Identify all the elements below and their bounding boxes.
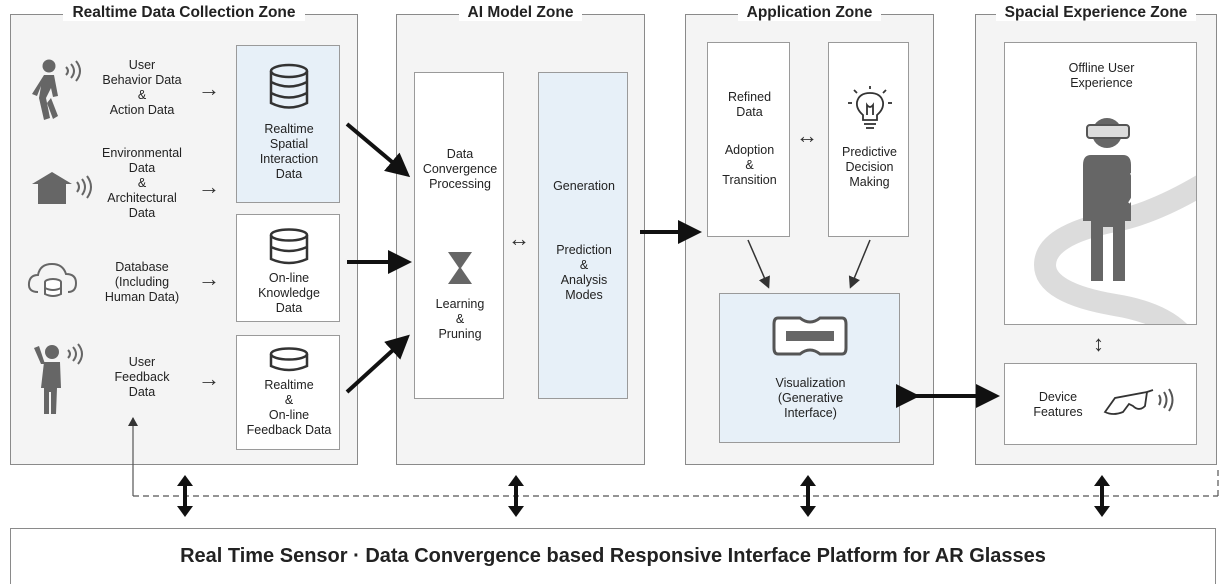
glasses-signal-icon (1103, 388, 1174, 415)
visualization-label: Visualization (Generative Interface) (775, 376, 846, 420)
house-icon (32, 172, 92, 204)
adoption-label: Adoption & Transition (722, 143, 777, 187)
platform-footer: Real Time Sensor · Data Convergence base… (10, 528, 1216, 584)
learning-label: Learning & Pruning (435, 297, 485, 341)
arrow-database: → (198, 266, 220, 291)
lightbulb-icon (848, 86, 892, 129)
database-icon (269, 63, 309, 109)
predictive-label: Predictive Decision Making (842, 145, 897, 189)
source-label-database: Database (Including Human Data) (104, 260, 180, 304)
ar-glasses-icon (772, 316, 848, 356)
store-label-feedback: Realtime & On-line Feedback Data (246, 378, 332, 437)
store-label-knowledge: On-line Knowledge Data (258, 271, 320, 315)
vr-person-icon (1083, 118, 1136, 281)
store-knowledge: On-line Knowledge Data (236, 214, 340, 322)
ai-link-arrow: ↔ (508, 226, 530, 251)
waving-person-icon (34, 343, 83, 414)
database-icon (269, 347, 309, 372)
road-path-icon (1033, 175, 1196, 324)
zone-collection-title: Realtime Data Collection Zone (63, 4, 305, 21)
application-link-arrow: ↔ (796, 123, 818, 148)
generation-label: Generation (553, 179, 615, 193)
source-label-behavior: User Behavior Data & Action Data (102, 58, 182, 117)
zone-ai-title: AI Model Zone (458, 4, 583, 21)
arrow-behavior: → (198, 76, 220, 101)
zone-spacial-title: Spacial Experience Zone (995, 4, 1197, 21)
platform-title: Real Time Sensor · Data Convergence base… (180, 545, 1046, 567)
arrow-feedback: → (198, 366, 220, 391)
offline-label: Offline User Experience (1068, 61, 1135, 90)
database-icon (269, 228, 309, 265)
spacial-link-arrow: ↕ (1093, 331, 1104, 356)
predictive-box: Predictive Decision Making (828, 42, 909, 237)
arrow-environmental: → (198, 174, 220, 199)
offline-experience-box: Offline User Experience (1004, 42, 1197, 325)
visualization-box: Visualization (Generative Interface) (719, 293, 900, 443)
device-features-box: Device Features (1004, 363, 1197, 445)
device-label: Device Features (1033, 390, 1083, 419)
generation-box: Generation Prediction & Analysis Modes (538, 72, 628, 399)
processing-label: Data Convergence Processing (422, 147, 498, 191)
prediction-label: Prediction & Analysis Modes (556, 243, 612, 302)
store-spatial-interaction: Realtime Spatial Interaction Data (236, 45, 340, 203)
refined-data-box: Refined Data Adoption & Transition (707, 42, 790, 237)
zone-application-title: Application Zone (737, 4, 882, 21)
source-label-feedback: User Feedback Data (114, 355, 170, 399)
walking-person-icon (32, 59, 81, 120)
store-label-spatial: Realtime Spatial Interaction Data (259, 122, 319, 181)
hourglass-icon (448, 252, 472, 284)
cloud-database-icon (27, 262, 78, 297)
source-label-environmental: Environmental Data & Architectural Data (102, 146, 182, 220)
store-feedback: Realtime & On-line Feedback Data (236, 335, 340, 450)
refined-label: Refined Data (727, 90, 772, 119)
processing-box: Data Convergence Processing Learning & P… (414, 72, 504, 399)
